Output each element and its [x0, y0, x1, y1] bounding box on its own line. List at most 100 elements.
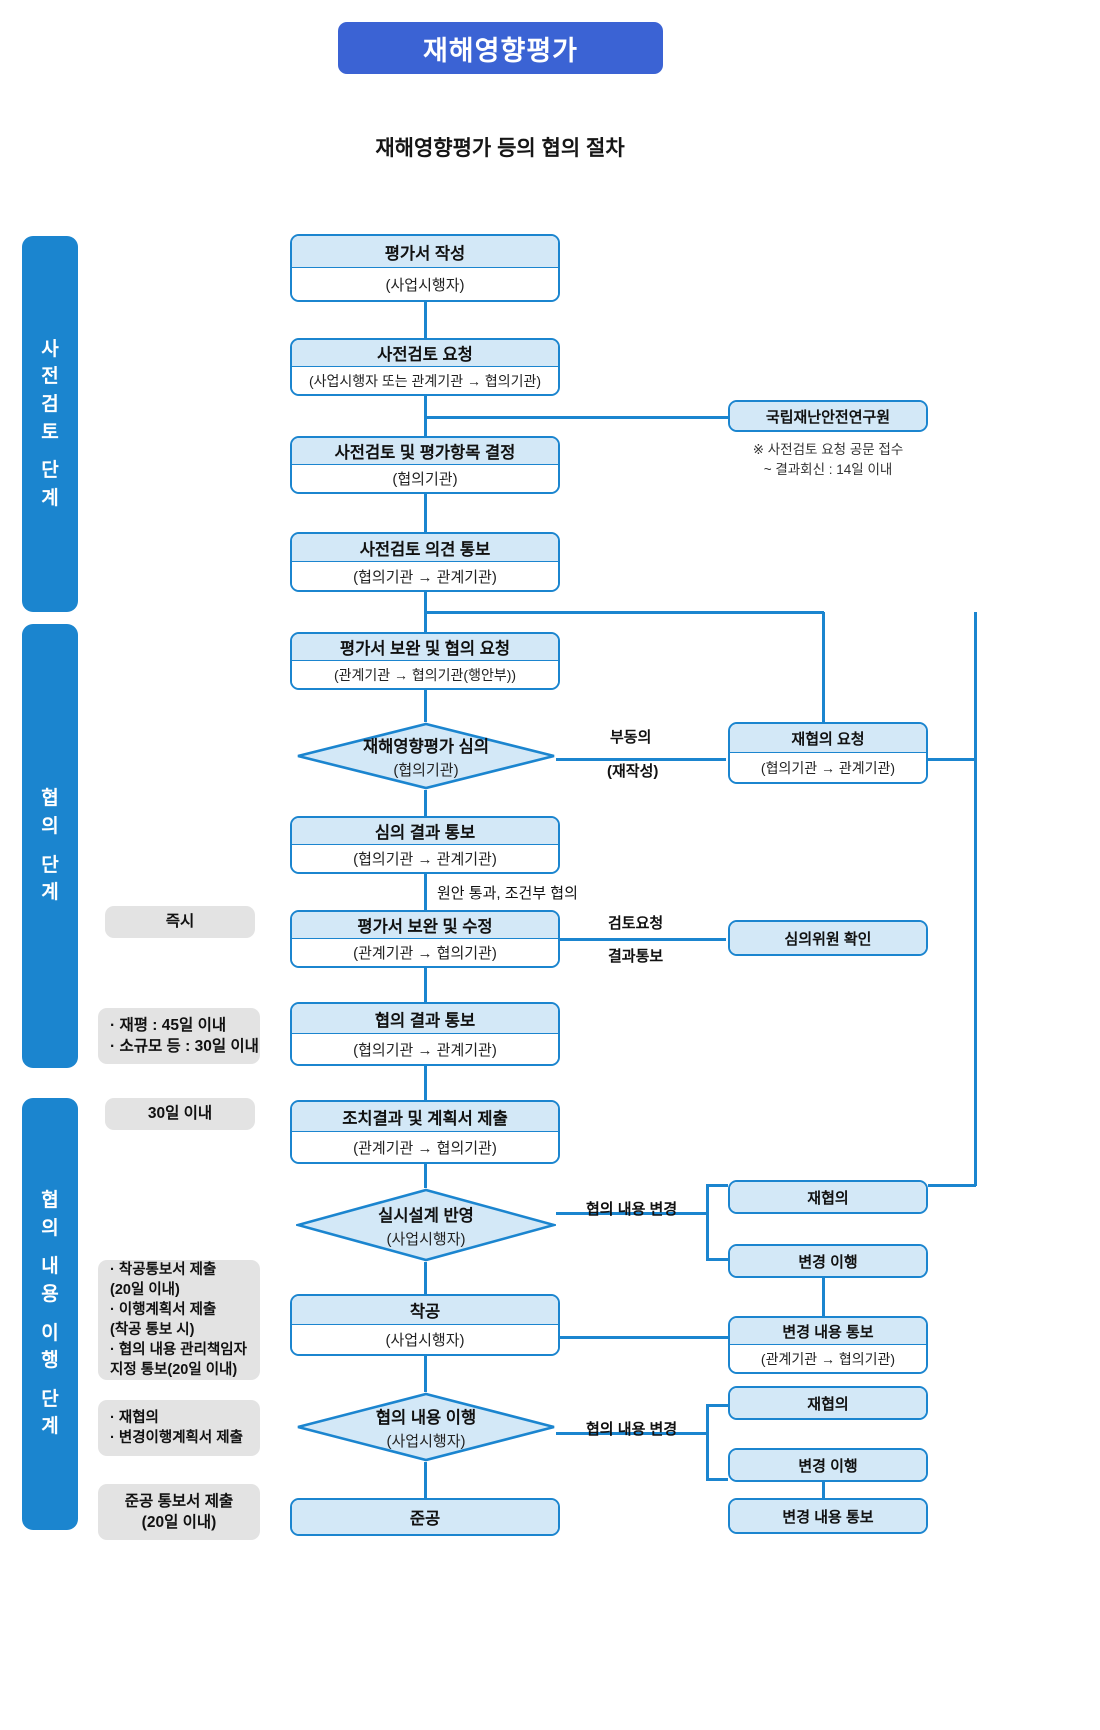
- rail-char: 단: [41, 854, 59, 876]
- node-subtitle: (사업시행자): [292, 1325, 558, 1354]
- diamond-shape: [297, 722, 555, 790]
- node-title: 심의 결과 통보: [292, 818, 558, 845]
- node-평가서-보완-및-협의-요청[interactable]: 평가서 보완 및 협의 요청 (관계기관 → 협의기관(행안부)): [290, 632, 560, 690]
- connector-d3-re-h: [706, 1404, 728, 1407]
- decision-실시설계-반영[interactable]: 실시설계 반영 (사업시행자): [296, 1188, 556, 1262]
- rail-char: 의: [41, 1217, 59, 1239]
- node-변경-내용-통보-2[interactable]: 변경 내용 통보: [728, 1498, 928, 1534]
- node-변경-내용-통보-1[interactable]: 변경 내용 통보 (관계기관 → 협의기관): [728, 1316, 928, 1374]
- decision-재해영향평가-심의[interactable]: 재해영향평가 심의 (협의기관): [296, 722, 556, 790]
- chip-line: 준공 통보서 제출: [124, 1492, 234, 1510]
- rail-char: 계: [41, 1416, 59, 1438]
- node-준공[interactable]: 준공: [290, 1498, 560, 1536]
- node-평가서-보완-및-수정[interactable]: 평가서 보완 및 수정 (관계기관 → 협의기관): [290, 910, 560, 968]
- node-title: 착공: [292, 1296, 558, 1325]
- rail-char: 협: [41, 788, 59, 810]
- node-subtitle: (협의기관 → 관계기관): [292, 845, 558, 872]
- node-재협의-1[interactable]: 재협의: [728, 1180, 928, 1214]
- node-사전검토-요청[interactable]: 사전검토 요청 (사업시행자 또는 관계기관 → 협의기관): [290, 338, 560, 396]
- rail-char: 토: [41, 421, 59, 443]
- rail-char: 단: [41, 1388, 59, 1410]
- node-title: 국립재난안전연구원: [730, 402, 926, 430]
- node-title: 협의 결과 통보: [292, 1004, 558, 1034]
- connector-n1-n2: [424, 302, 427, 338]
- connector-n9-d2: [424, 1164, 427, 1188]
- rail-char: 이: [41, 1322, 59, 1344]
- connector-n6-n7: [424, 874, 427, 910]
- chip-line: · 재협의: [110, 1410, 159, 1426]
- node-title: 평가서 보완 및 수정: [292, 912, 558, 939]
- chip-line: · 변경이행계획서 제출: [110, 1430, 243, 1446]
- node-subtitle: (협의기관 → 관계기관): [292, 1034, 558, 1064]
- node-title: 재협의: [730, 1182, 926, 1212]
- node-title: 평가서 보완 및 협의 요청: [292, 634, 558, 661]
- connector-n7-n8: [424, 968, 427, 1002]
- connector-n3-n4: [424, 494, 427, 532]
- node-subtitle: (관계기관 → 협의기관(행안부)): [292, 661, 558, 688]
- diamond-shape: [297, 1392, 555, 1462]
- connector-d2-branch-v: [706, 1184, 709, 1260]
- node-변경-이행-1[interactable]: 변경 이행: [728, 1244, 928, 1278]
- node-subtitle: (협의기관 → 관계기관): [730, 753, 926, 782]
- decision-협의-내용-이행[interactable]: 협의 내용 이행 (사업시행자): [296, 1392, 556, 1462]
- connector-d3-rechange-h: [556, 1432, 708, 1435]
- chip-line: (착공 통보 시): [110, 1322, 195, 1338]
- node-사전검토-평가항목-결정[interactable]: 사전검토 및 평가항목 결정 (협의기관): [290, 436, 560, 494]
- node-조치결과-및-계획서-제출[interactable]: 조치결과 및 계획서 제출 (관계기관 → 협의기관): [290, 1100, 560, 1164]
- connector-d3-n11: [424, 1462, 427, 1498]
- node-착공[interactable]: 착공 (사업시행자): [290, 1294, 560, 1356]
- stage-rail-implementation: 협 의 내 용 이 행 단 계: [22, 1098, 78, 1530]
- node-국립재난안전연구원[interactable]: 국립재난안전연구원: [728, 400, 928, 432]
- connector-d2-re-h: [706, 1184, 728, 1187]
- chip-line: · 이행계획서 제출: [110, 1302, 217, 1318]
- chip-line: 30일 이내: [147, 1105, 213, 1123]
- chip-line: 즉시: [165, 913, 195, 931]
- node-평가서-작성[interactable]: 평가서 작성 (사업시행자): [290, 234, 560, 302]
- rail-char: 의: [41, 815, 59, 837]
- node-subtitle: (관계기관 → 협의기관): [730, 1345, 926, 1372]
- research-institute-note: ※ 사전검토 요청 공문 접수 ~ 결과회신 : 14일 이내: [752, 442, 904, 478]
- note-chip-30일-이내: 30일 이내: [105, 1098, 255, 1130]
- connector-impl1-down-v: [822, 1278, 825, 1316]
- rail-char: 단: [41, 460, 59, 482]
- connector-n10-d3: [424, 1356, 427, 1392]
- connector-re1-up-v: [974, 612, 977, 1186]
- connector-n10-notice-h: [556, 1336, 728, 1339]
- connector-d2-impl-h: [706, 1258, 728, 1261]
- page-subtitle: 재해영향평가 등의 협의 절차: [375, 137, 625, 160]
- connector-rereq-right-h: [928, 758, 976, 761]
- node-subtitle: (협의기관 → 관계기관): [292, 562, 558, 590]
- node-subtitle: (관계기관 → 협의기관): [292, 939, 558, 966]
- node-변경-이행-2[interactable]: 변경 이행: [728, 1448, 928, 1482]
- note-chip-재협의-변경이행계획서: · 재협의 · 변경이행계획서 제출: [98, 1400, 260, 1456]
- edge-label-원안-통과-조건부-협의: 원안 통과, 조건부 협의: [437, 885, 578, 902]
- connector-rereq-up-v: [822, 612, 825, 728]
- diamond-shape: [296, 1188, 556, 1262]
- connector-re1-right-h: [928, 1184, 976, 1187]
- node-재협의-2[interactable]: 재협의: [728, 1386, 928, 1420]
- chip-line: 지정 통보(20일 이내): [110, 1362, 238, 1378]
- edge-label-협의-내용-변경-1: 협의 내용 변경: [586, 1201, 678, 1218]
- connector-d3-branch-v: [706, 1404, 709, 1480]
- node-사전검토-의견-통보[interactable]: 사전검토 의견 통보 (협의기관 → 관계기관): [290, 532, 560, 592]
- edge-label-결과통보: 결과통보: [608, 948, 664, 965]
- rail-char: 검: [41, 393, 59, 415]
- page-title-badge: 재해영향평가: [338, 22, 663, 74]
- stage-rail-pre-review: 사 전 검 토 단 계: [22, 236, 78, 612]
- chip-line: · 재평 : 45일 이내: [110, 1016, 227, 1034]
- connector-d2-rechange-h: [556, 1212, 708, 1215]
- node-협의-결과-통보[interactable]: 협의 결과 통보 (협의기관 → 관계기관): [290, 1002, 560, 1066]
- connector-n2-research-h: [424, 416, 730, 419]
- connector-d1-n6: [424, 790, 427, 816]
- rail-char: 내: [41, 1256, 59, 1278]
- node-title: 재협의 요청: [730, 724, 926, 753]
- note-chip-즉시: 즉시: [105, 906, 255, 938]
- node-재협의-요청[interactable]: 재협의 요청 (협의기관 → 관계기관): [728, 722, 928, 784]
- node-심의위원-확인[interactable]: 심의위원 확인: [728, 920, 928, 956]
- node-심의-결과-통보[interactable]: 심의 결과 통보 (협의기관 → 관계기관): [290, 816, 560, 874]
- node-title: 재협의: [730, 1388, 926, 1418]
- node-subtitle: (사업시행자): [292, 268, 558, 300]
- node-title: 사전검토 및 평가항목 결정: [292, 438, 558, 465]
- connector-n8-n9: [424, 1066, 427, 1100]
- node-subtitle: (사업시행자 또는 관계기관 → 협의기관): [292, 367, 558, 394]
